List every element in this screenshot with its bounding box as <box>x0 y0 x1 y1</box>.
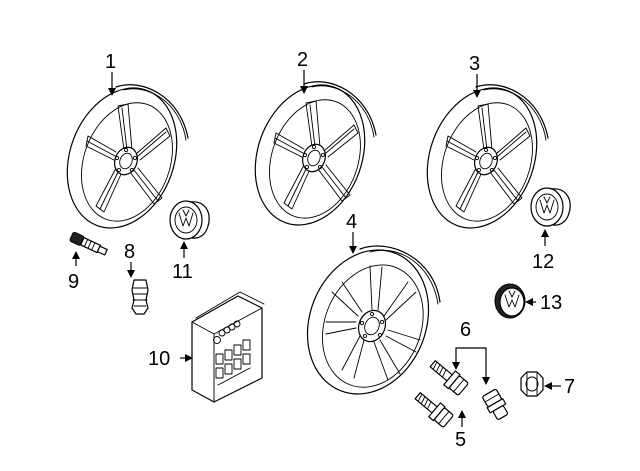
lug-nut-part-7: 7 <box>520 371 575 398</box>
center-cap-part-12: 12 <box>530 187 571 273</box>
center-cap-part-11: 11 <box>169 200 210 283</box>
callout-10: 10 <box>148 348 170 370</box>
callout-13: 13 <box>540 292 562 314</box>
callout-12: 12 <box>532 251 554 273</box>
callout-5: 5 <box>455 429 466 451</box>
callout-2: 2 <box>297 49 308 71</box>
accessory-kit-part-10: 10 <box>148 291 265 403</box>
vw-logo-icon <box>530 187 571 227</box>
callout-6: 6 <box>460 319 471 341</box>
callout-3: 3 <box>469 53 480 75</box>
callout-8: 8 <box>124 241 135 263</box>
callout-11: 11 <box>172 261 193 283</box>
callout-4: 4 <box>346 211 357 233</box>
bolt-part-6: 6 <box>429 319 509 420</box>
callout-9: 9 <box>68 271 79 293</box>
vw-logo-icon <box>213 336 221 344</box>
valve-stem-part-9: 9 <box>68 231 108 293</box>
wheel-part-2: 2 <box>235 49 385 242</box>
wheel-part-1: 1 <box>47 51 197 245</box>
valve-stem-part-8: 8 <box>124 241 149 315</box>
vw-logo-icon <box>169 200 210 240</box>
wheel-part-3: 3 <box>407 53 557 245</box>
emblem-cap-part-13: 13 <box>494 283 562 319</box>
callout-7: 7 <box>564 376 575 398</box>
callout-1: 1 <box>105 51 116 73</box>
wheel-bolt-part-5: 5 <box>414 392 466 451</box>
audi-rings-icon <box>218 320 241 337</box>
wheel-part-4: 4 <box>306 211 441 395</box>
